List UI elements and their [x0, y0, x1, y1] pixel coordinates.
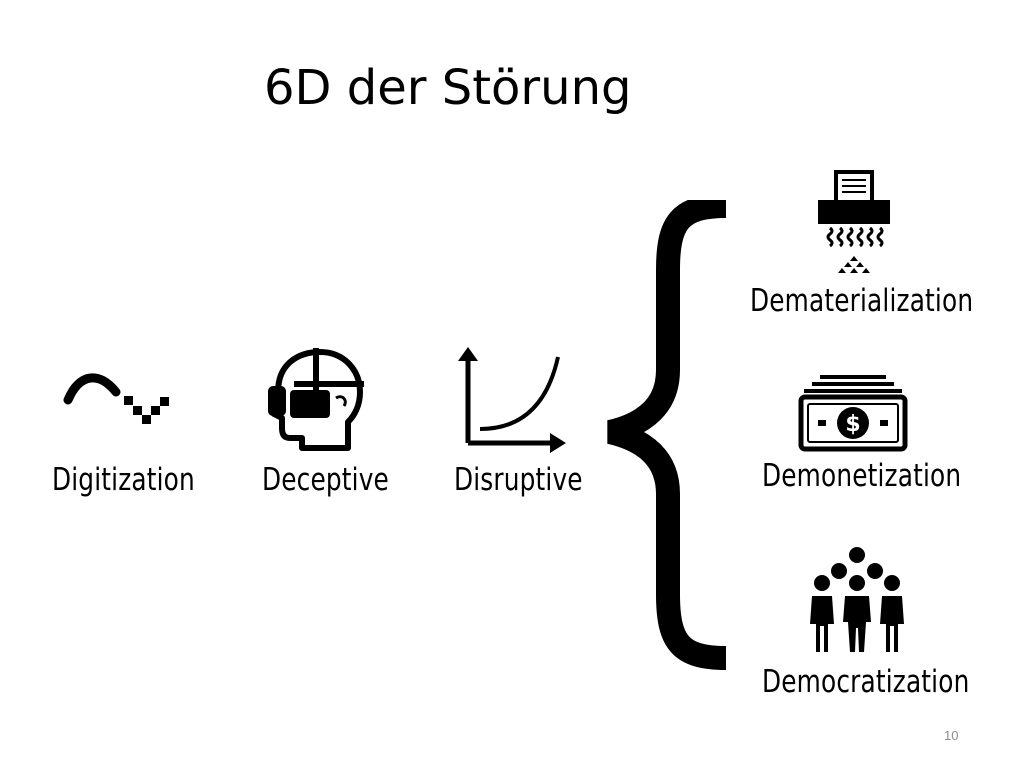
label-disruptive: Disruptive: [454, 462, 583, 498]
page-number: 10: [944, 728, 959, 743]
wave-to-pixels-icon: [63, 373, 169, 424]
exponential-curve-icon: [458, 347, 566, 453]
label-digitization: Digitization: [52, 462, 195, 498]
slide-title: 6D der Störung: [264, 60, 632, 116]
paper-shredder-icon: [818, 170, 890, 273]
group-of-people-icon: [810, 547, 904, 652]
head-target-icon: [268, 348, 364, 451]
label-deceptive: Deceptive: [262, 462, 389, 498]
label-democratization: Democratization: [762, 664, 970, 700]
label-dematerialization: Dematerialization: [750, 283, 974, 319]
label-demonetization: Demonetization: [762, 458, 962, 494]
dollar-bills-icon: $: [798, 375, 908, 452]
curly-brace-icon: [607, 200, 727, 670]
svg-text:$: $: [845, 412, 860, 437]
